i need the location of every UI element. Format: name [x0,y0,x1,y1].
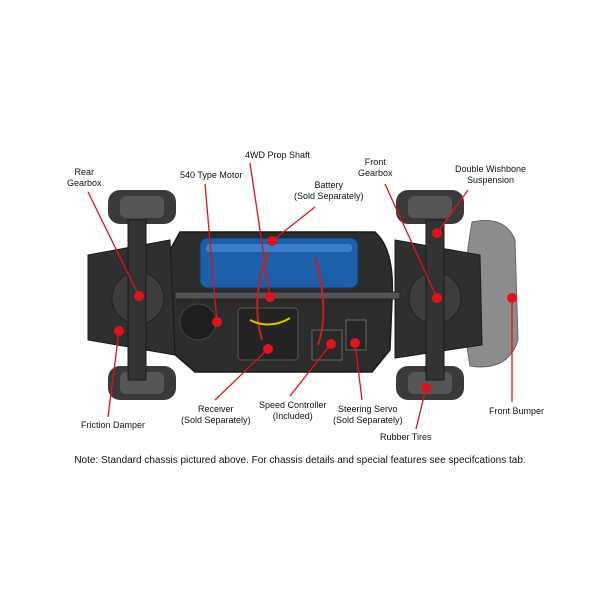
label-receiver: Receiver(Sold Separately) [181,404,251,425]
callout-dot-receiver [263,344,273,354]
callout-dot-prop-shaft [265,292,275,302]
leader-line-front-gearbox [384,183,438,299]
callout-dot-front-bumper [507,293,517,303]
callout-dot-rear-gearbox [134,291,144,301]
leader-line-friction-damper [107,330,120,418]
label-steering-servo: Steering Servo(Sold Separately) [333,404,403,425]
callout-dot-friction-damper [114,326,124,336]
callout-dot-speed-controller [326,339,336,349]
leader-line-rear-gearbox [87,191,140,297]
label-battery: Battery(Sold Separately) [294,180,364,201]
leader-line-prop-shaft [249,162,271,298]
label-rubber-tires: Rubber Tires [380,432,432,442]
leader-line-battery [271,206,316,242]
leader-line-motor [204,183,218,323]
footnote: Note: Standard chassis pictured above. F… [74,455,526,466]
label-motor: 540 Type Motor [180,170,243,180]
leader-line-steering-servo [354,342,363,401]
callout-dot-front-gearbox [432,293,442,303]
label-speed-controller: Speed Controller(Included) [259,400,327,421]
leader-line-rubber-tires [415,387,427,430]
callout-dot-steering-servo [350,338,360,348]
callout-dot-battery [267,236,277,246]
label-prop-shaft: 4WD Prop Shaft [245,150,311,160]
callout-dot-double-wishbone [432,228,442,238]
leader-line-double-wishbone [436,189,469,234]
label-friction-damper: Friction Damper [81,420,146,430]
leader-line-speed-controller [289,343,332,397]
callout-dot-rubber-tires [421,383,431,393]
label-front-bumper: Front Bumper [489,406,545,416]
leader-line-receiver [214,348,269,401]
prop-shaft [174,291,401,300]
callout-dot-motor [212,317,222,327]
